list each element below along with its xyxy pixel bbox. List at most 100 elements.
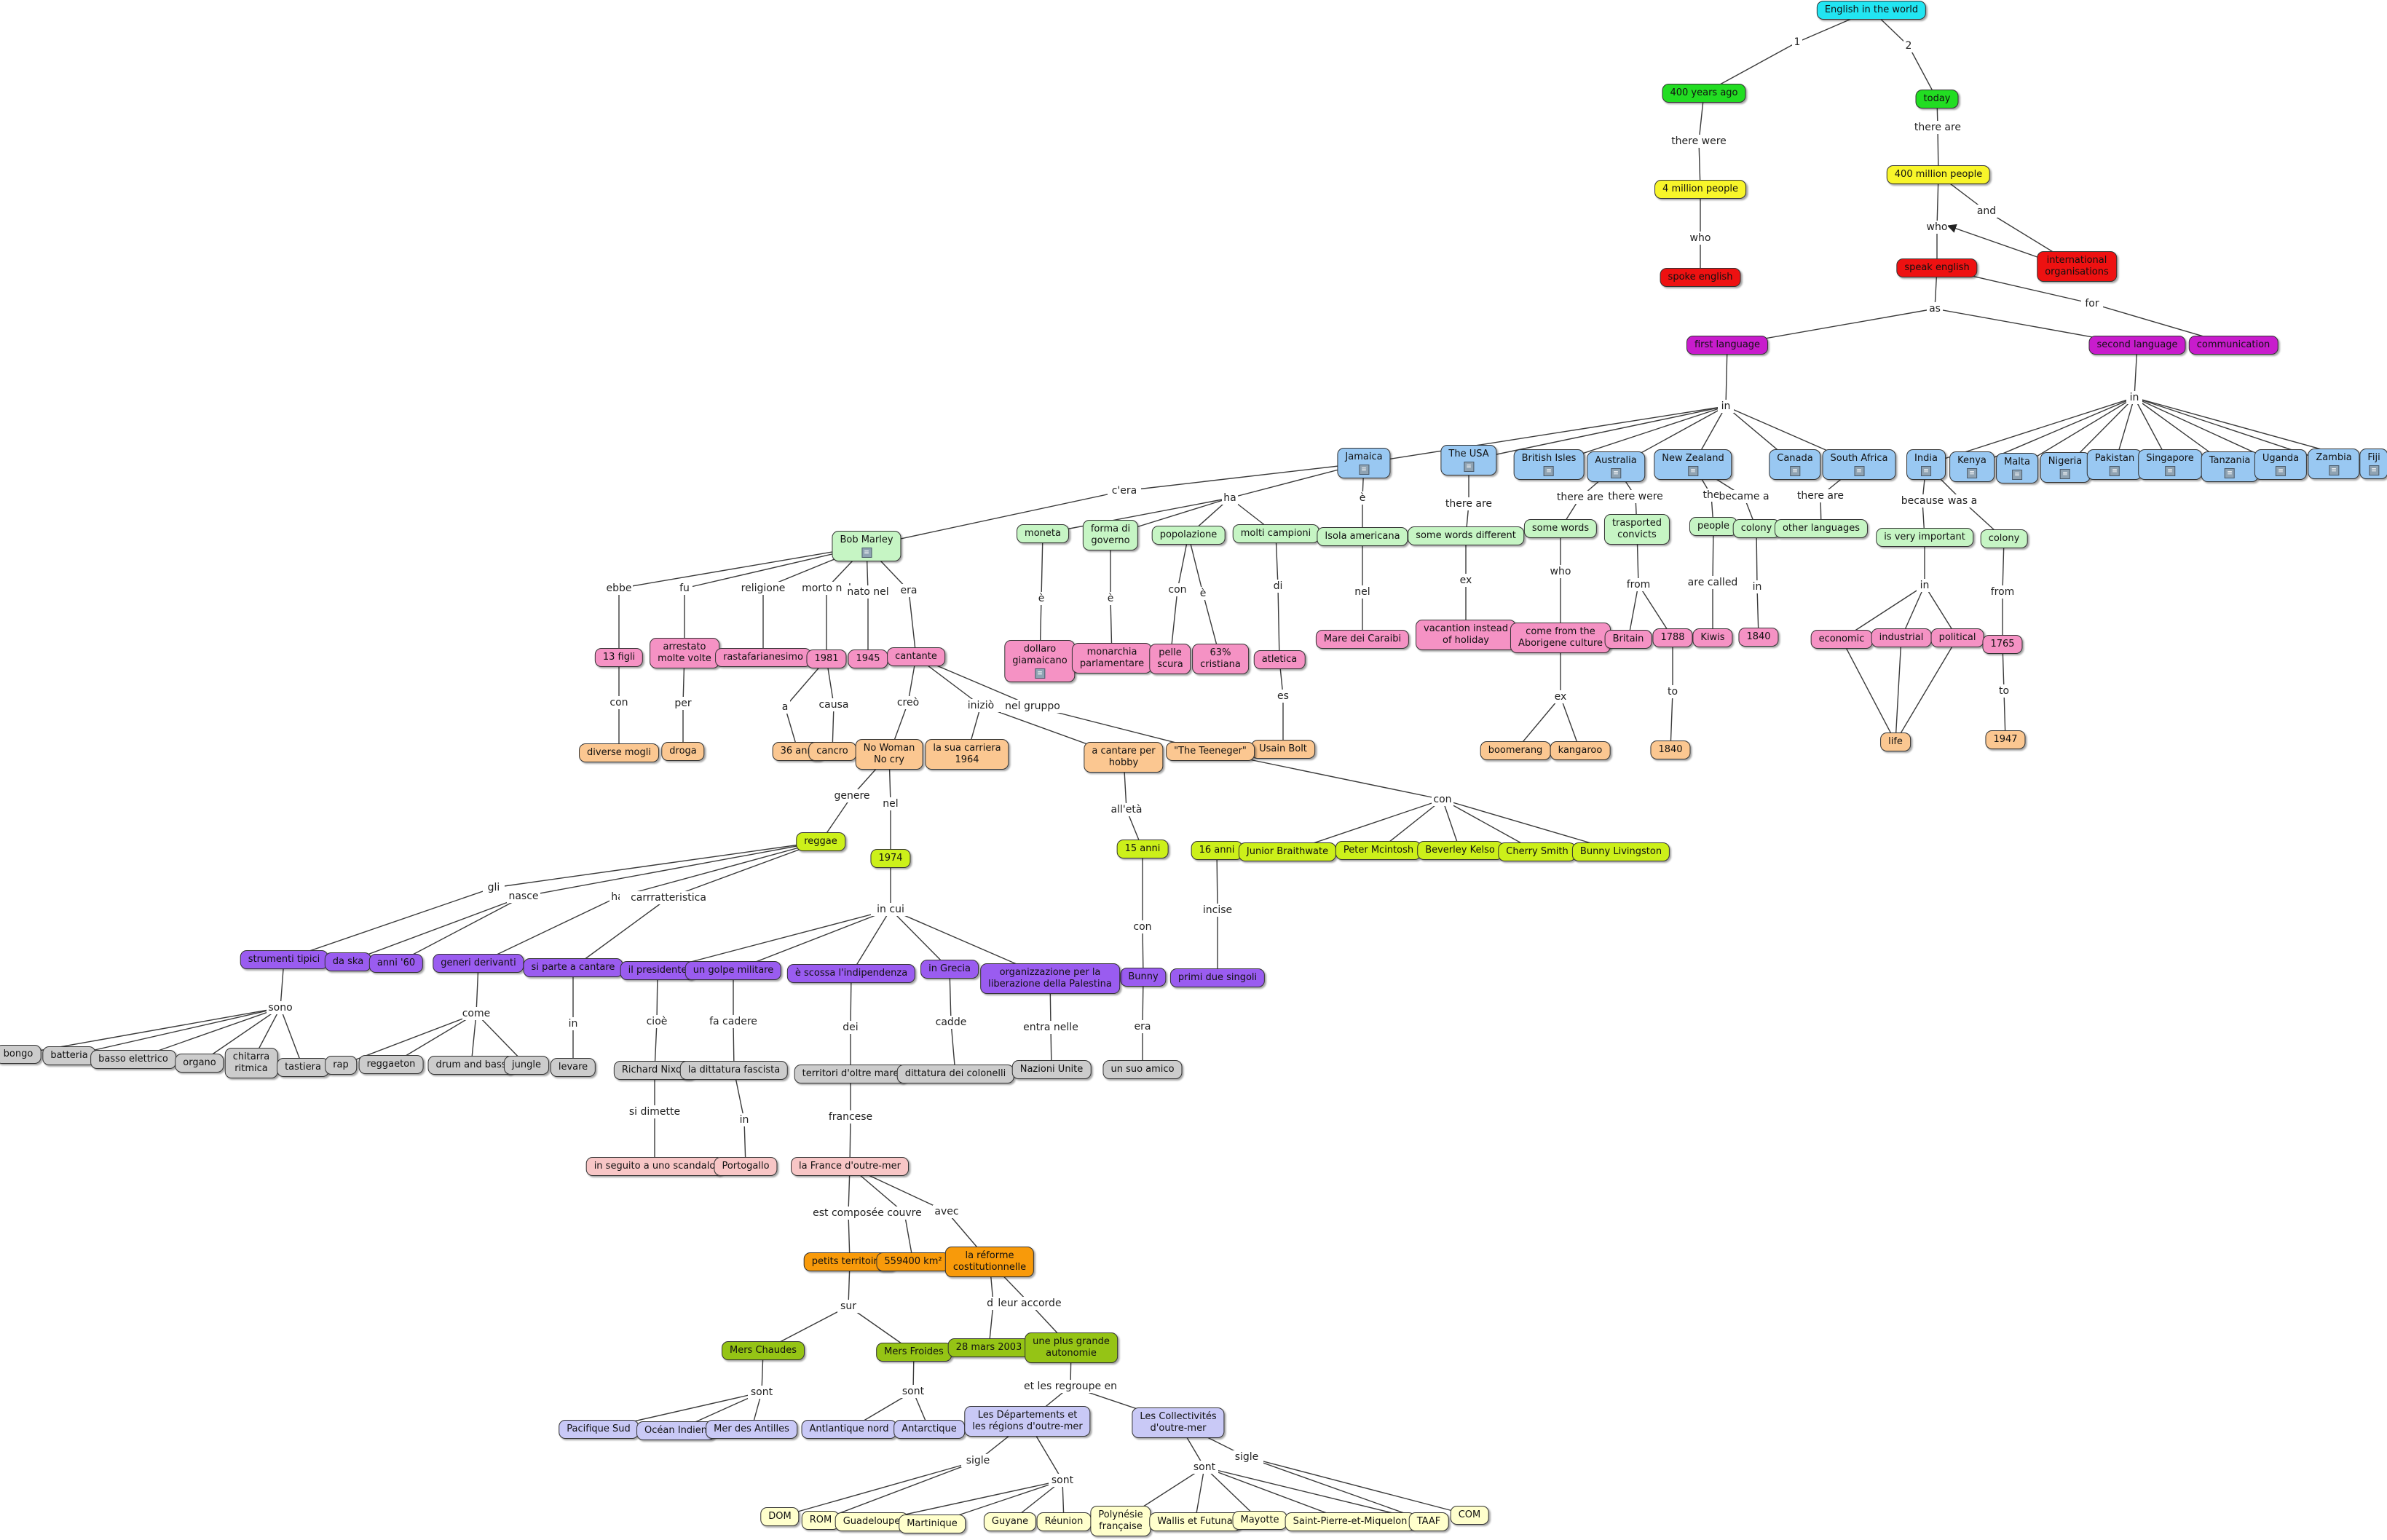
concept-mers-froides[interactable]: Mers Froides [876, 1343, 952, 1362]
document-icon[interactable]: ≡ [861, 548, 872, 558]
concept-cristiana[interactable]: 63%cristiana [1192, 644, 1249, 674]
concept-canada[interactable]: Canada≡ [1769, 449, 1821, 480]
concept-in-grecia[interactable]: in Grecia [920, 960, 979, 979]
concept-uganda[interactable]: Uganda≡ [2254, 449, 2308, 480]
concept-diverse-mogli[interactable]: diverse mogli [579, 743, 659, 762]
concept-droga[interactable]: droga [661, 742, 705, 761]
concept-rap[interactable]: rap [325, 1056, 357, 1075]
concept-new-zealand[interactable]: New Zealand≡ [1654, 449, 1732, 480]
concept-indipendenza[interactable]: è scossa l'indipendenza [786, 964, 916, 983]
document-icon[interactable]: ≡ [2369, 465, 2379, 475]
concept-kiwis[interactable]: Kiwis [1692, 628, 1733, 647]
concept-english-world[interactable]: English in the world [1816, 1, 1927, 20]
document-icon[interactable]: ≡ [1359, 465, 1369, 475]
concept-com[interactable]: COM [1450, 1506, 1489, 1525]
document-icon[interactable]: ≡ [1790, 466, 1800, 476]
concept-france-outremer[interactable]: la France d'outre-mer [791, 1157, 909, 1176]
concept-rom[interactable]: ROM [801, 1511, 840, 1530]
concept-ocean-indien[interactable]: Océan Indien [636, 1421, 715, 1440]
concept-tastiera[interactable]: tastiera [277, 1058, 329, 1077]
concept-dittatura-colonelli[interactable]: dittatura dei colonelli [896, 1065, 1014, 1083]
concept-colony-nz[interactable]: colony [1732, 519, 1780, 538]
concept-si-parte[interactable]: si parte a cantare [523, 958, 623, 977]
concept-other-languages[interactable]: other languages [1774, 519, 1869, 538]
concept-atletica[interactable]: atletica [1253, 650, 1306, 669]
concept-wallis[interactable]: Wallis et Futuna [1149, 1512, 1241, 1531]
concept-beverley[interactable]: Beverley Kelso [1417, 841, 1503, 860]
concept-portogallo[interactable]: Portogallo [714, 1157, 778, 1176]
concept-dom[interactable]: DOM [760, 1507, 800, 1526]
concept-british-isles[interactable]: British Isles≡ [1513, 449, 1585, 480]
concept-scandalo[interactable]: in seguito a uno scandalo [585, 1157, 724, 1176]
concept-isola-americana[interactable]: Isola americana [1317, 527, 1408, 546]
concept-levare[interactable]: levare [550, 1058, 596, 1077]
document-icon[interactable]: ≡ [2165, 466, 2175, 476]
concept-political[interactable]: political [1930, 628, 1984, 647]
concept-singapore[interactable]: Singapore≡ [2138, 449, 2202, 480]
concept-bongo[interactable]: bongo [0, 1045, 42, 1064]
concept-da-ska[interactable]: da ska [324, 952, 372, 971]
concept-australia[interactable]: Australia≡ [1587, 451, 1645, 482]
concept-cherry[interactable]: Cherry Smith [1498, 842, 1577, 861]
concept-primi-singoli[interactable]: primi due singoli [1169, 968, 1266, 987]
document-icon[interactable]: ≡ [2275, 466, 2286, 476]
document-icon[interactable]: ≡ [1967, 468, 1977, 478]
concept-usa[interactable]: The USA≡ [1440, 445, 1497, 475]
concept-communication[interactable]: communication [2188, 336, 2278, 355]
concept-mars2003[interactable]: 28 mars 2003 [947, 1338, 1030, 1357]
concept-y1974[interactable]: 1974 [870, 849, 911, 868]
concept-years-ago[interactable]: 400 years ago [1662, 84, 1746, 103]
concept-some-words-different[interactable]: some words different [1408, 526, 1524, 545]
document-icon[interactable]: ≡ [1854, 466, 1864, 476]
concept-strumenti[interactable]: strumenti tipici [240, 950, 328, 969]
concept-kenya[interactable]: Kenya≡ [1949, 451, 1995, 482]
concept-y1981[interactable]: 1981 [806, 649, 847, 668]
concept-kangaroo[interactable]: kangaroo [1550, 741, 1611, 760]
concept-rastafarianesimo[interactable]: rastafarianesimo [715, 648, 811, 667]
concept-moneta[interactable]: moneta [1017, 524, 1069, 543]
document-icon[interactable]: ≡ [2224, 468, 2235, 478]
concept-first-language[interactable]: first language [1686, 336, 1769, 355]
concept-very-important[interactable]: is very important [1876, 528, 1973, 547]
concept-anni60[interactable]: anni '60 [368, 954, 424, 973]
concept-four-hundred-million[interactable]: 400 million people [1886, 165, 1991, 184]
document-icon[interactable]: ≡ [1034, 668, 1045, 679]
concept-saint-pierre[interactable]: Saint-Pierre-et-Miquelon [1285, 1512, 1416, 1531]
document-icon[interactable]: ≡ [1464, 462, 1474, 472]
concept-industrial[interactable]: industrial [1871, 628, 1932, 647]
concept-pakistan[interactable]: Pakistan≡ [2086, 449, 2143, 480]
concept-bunny-livingston[interactable]: Bunny Livingston [1571, 842, 1670, 861]
concept-jamaica[interactable]: Jamaica≡ [1337, 448, 1391, 478]
concept-today[interactable]: today [1915, 90, 1959, 108]
document-icon[interactable]: ≡ [2329, 465, 2339, 475]
concept-y1840-au[interactable]: 1840 [1650, 741, 1691, 759]
document-icon[interactable]: ≡ [1921, 466, 1931, 476]
concept-basso[interactable]: basso elettrico [90, 1050, 176, 1069]
concept-people[interactable]: people [1689, 517, 1738, 536]
concept-territori[interactable]: territori d'oltre mare [794, 1065, 907, 1083]
concept-spoke-english[interactable]: spoke english [1660, 268, 1741, 287]
concept-some-words[interactable]: some words [1523, 519, 1598, 538]
document-icon[interactable]: ≡ [1610, 468, 1621, 478]
concept-mare-caraibi[interactable]: Mare dei Caraibi [1315, 630, 1410, 649]
concept-batteria[interactable]: batteria [42, 1046, 96, 1065]
concept-teeneger[interactable]: "The Teeneger" [1166, 742, 1255, 761]
concept-tredici-figli[interactable]: 13 figli [594, 648, 644, 667]
concept-jungle[interactable]: jungle [504, 1056, 549, 1075]
concept-sedici-anni[interactable]: 16 anni [1191, 841, 1243, 860]
concept-tanzania[interactable]: Tanzania≡ [2201, 451, 2259, 482]
